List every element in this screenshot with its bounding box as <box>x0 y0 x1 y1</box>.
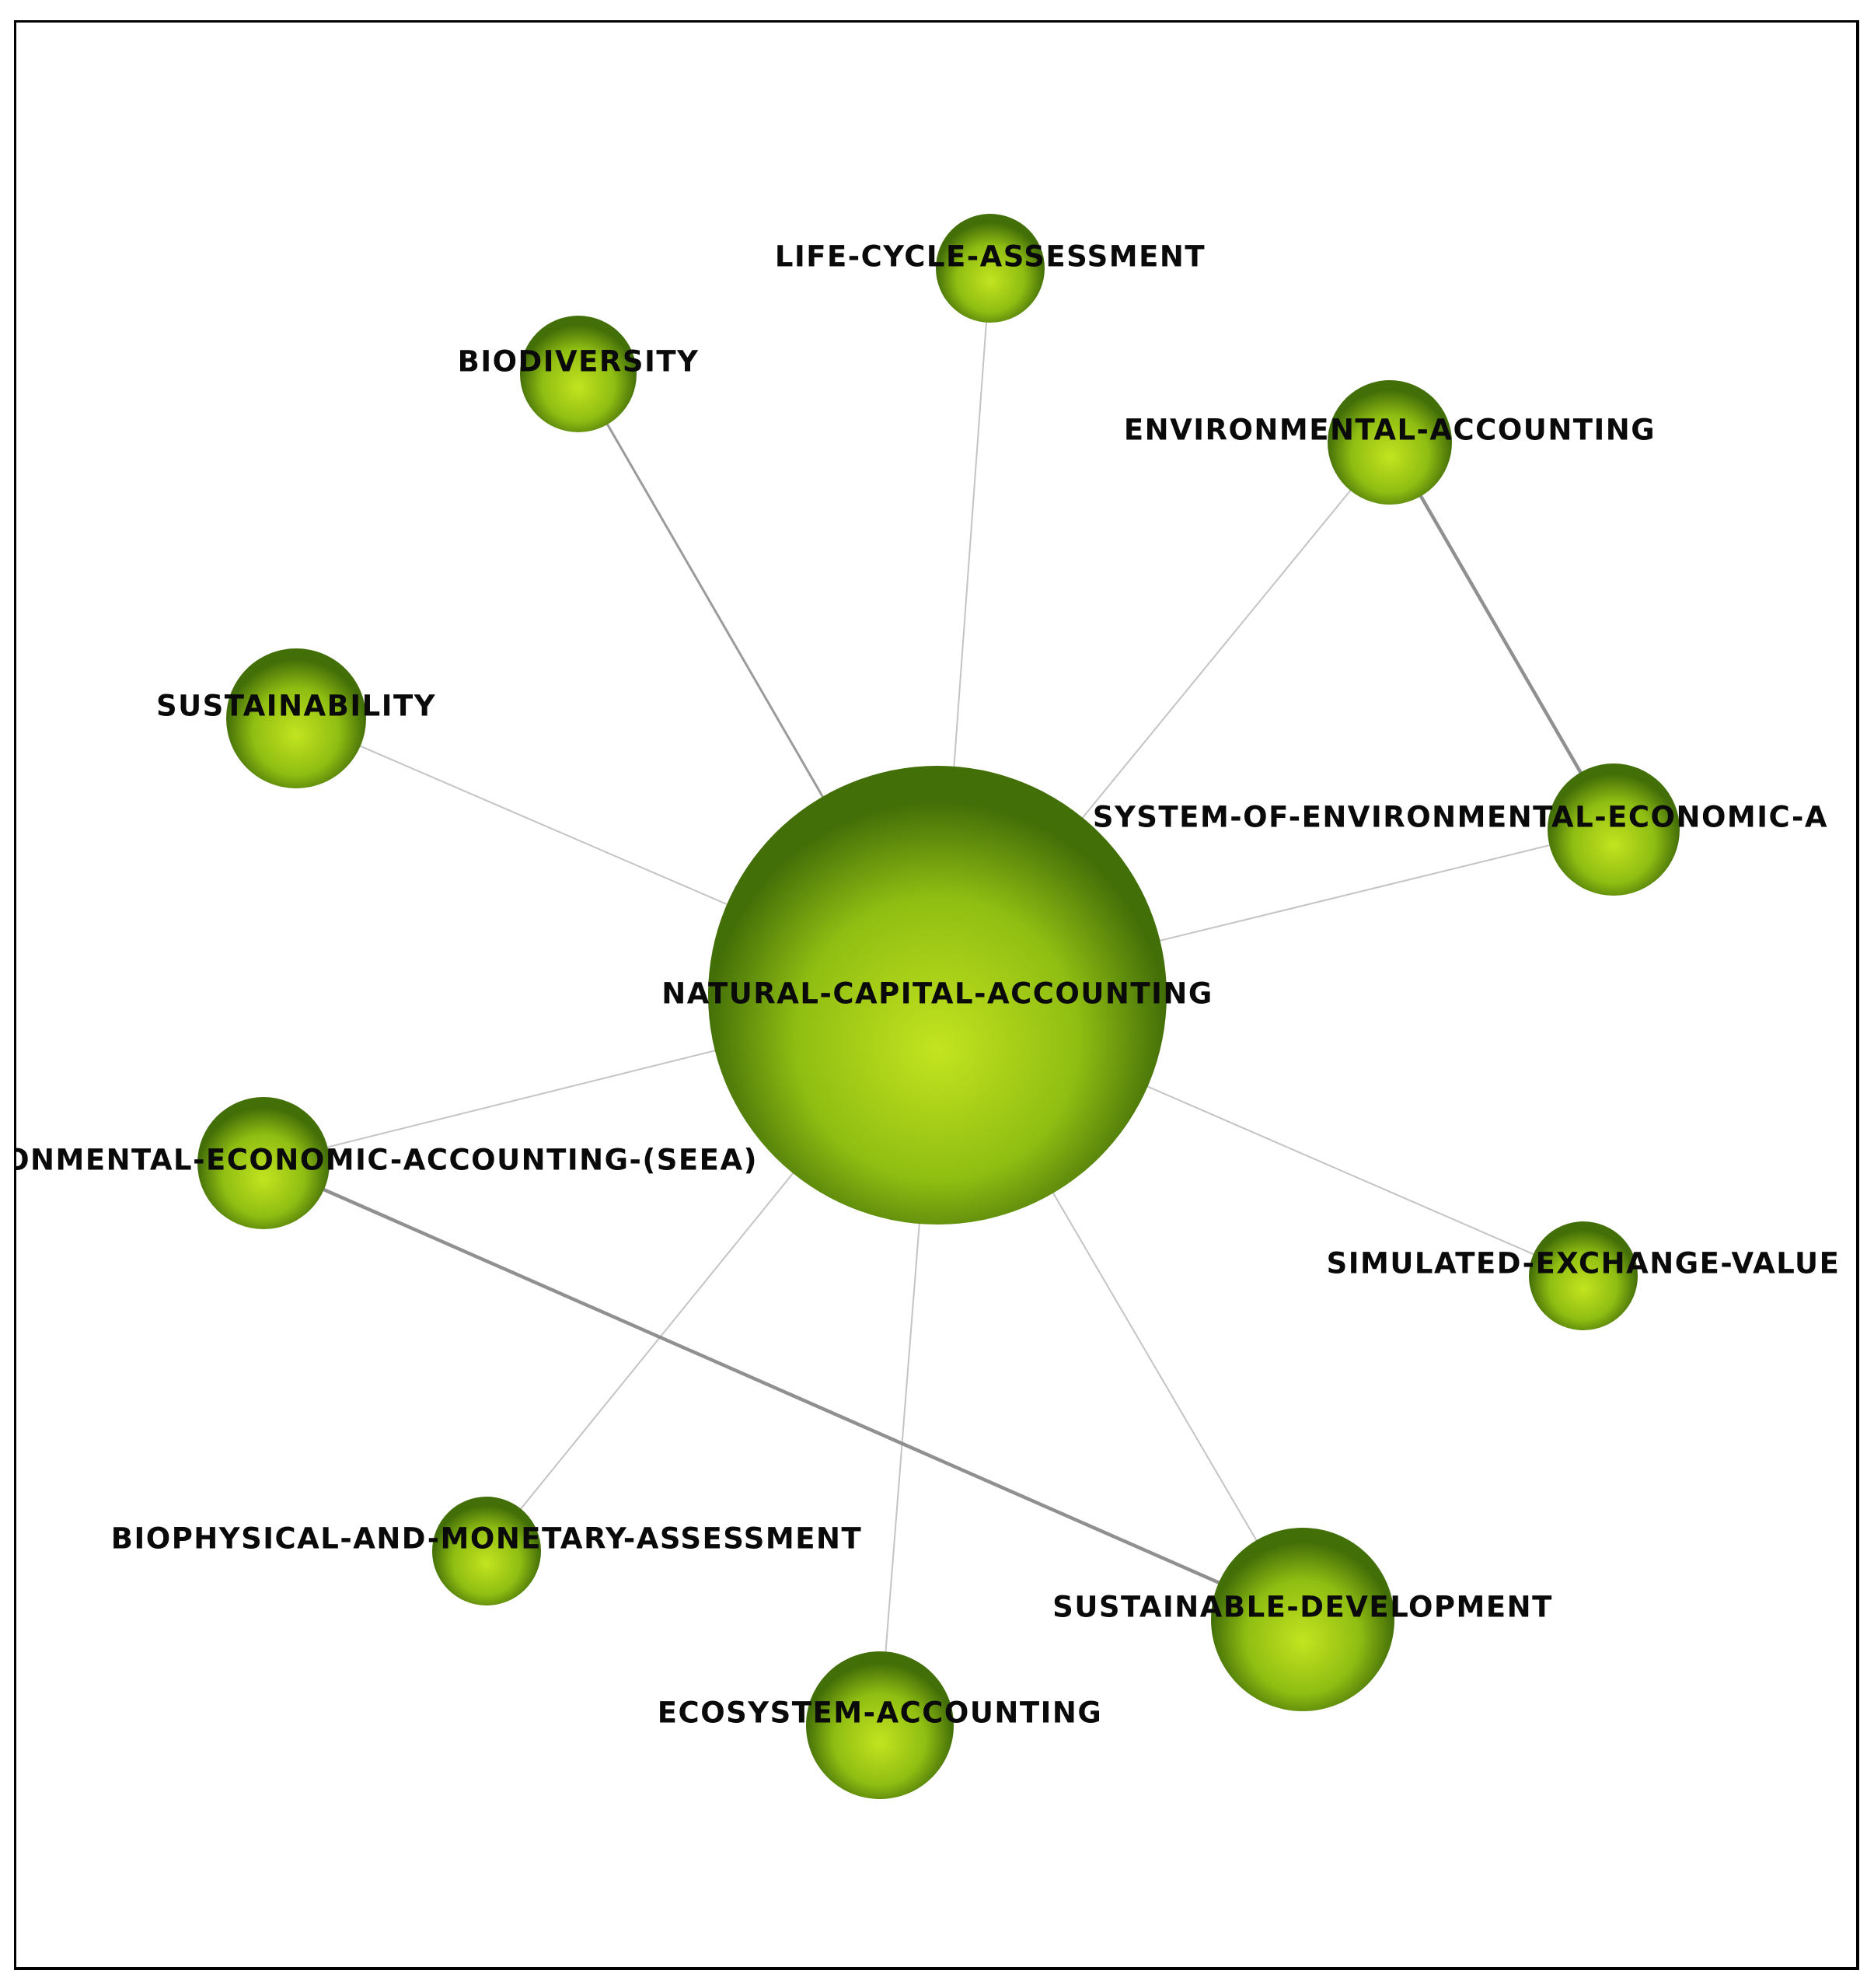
node-sus[interactable] <box>226 648 366 788</box>
node-label-bio: BIODIVERSITY <box>458 345 700 379</box>
labels-layer: NATURAL-CAPITAL-ACCOUNTING LIFE-CYCLE-ASS… <box>16 240 1841 1730</box>
node-sev[interactable] <box>1529 1221 1638 1330</box>
node-label-seea2: SYSTEM-OF-ENVIRONMENTAL-ECONOMIC-A <box>1093 801 1828 834</box>
node-nca[interactable] <box>708 766 1167 1225</box>
edge-seea1-sd <box>261 1161 1305 1622</box>
node-label-eco: ECOSYSTEM-ACCOUNTING <box>658 1696 1102 1730</box>
node-label-sev: SIMULATED-EXCHANGE-VALUE <box>1327 1247 1841 1280</box>
node-label-bma: BIOPHYSICAL-AND-MONETARY-ASSESSMENT <box>111 1522 862 1556</box>
node-seea2[interactable] <box>1548 763 1680 896</box>
co-occurrence-network: NATURAL-CAPITAL-ACCOUNTING LIFE-CYCLE-ASS… <box>16 214 1841 1799</box>
node-label-nca: NATURAL-CAPITAL-ACCOUNTING <box>661 977 1213 1011</box>
nodes-layer <box>197 214 1680 1799</box>
node-lca[interactable] <box>936 214 1045 323</box>
node-seea1[interactable] <box>197 1097 330 1229</box>
node-bio[interactable] <box>520 316 637 432</box>
node-label-seea1: VIRONMENTAL-ECONOMIC-ACCOUNTING-(SEEA) <box>16 1144 758 1177</box>
node-label-lca: LIFE-CYCLE-ASSESSMENT <box>775 240 1206 274</box>
node-label-env: ENVIRONMENTAL-ACCOUNTING <box>1124 414 1656 447</box>
node-label-sus: SUSTAINABILITY <box>156 690 436 723</box>
node-eco[interactable] <box>806 1651 954 1799</box>
node-sd[interactable] <box>1211 1528 1394 1711</box>
node-bma[interactable] <box>432 1497 541 1605</box>
node-env[interactable] <box>1328 380 1452 505</box>
network-frame: NATURAL-CAPITAL-ACCOUNTING LIFE-CYCLE-ASS… <box>14 20 1859 1970</box>
node-label-sd: SUSTAINABLE-DEVELOPMENT <box>1052 1591 1553 1624</box>
edge-env-seea2 <box>1387 440 1616 832</box>
